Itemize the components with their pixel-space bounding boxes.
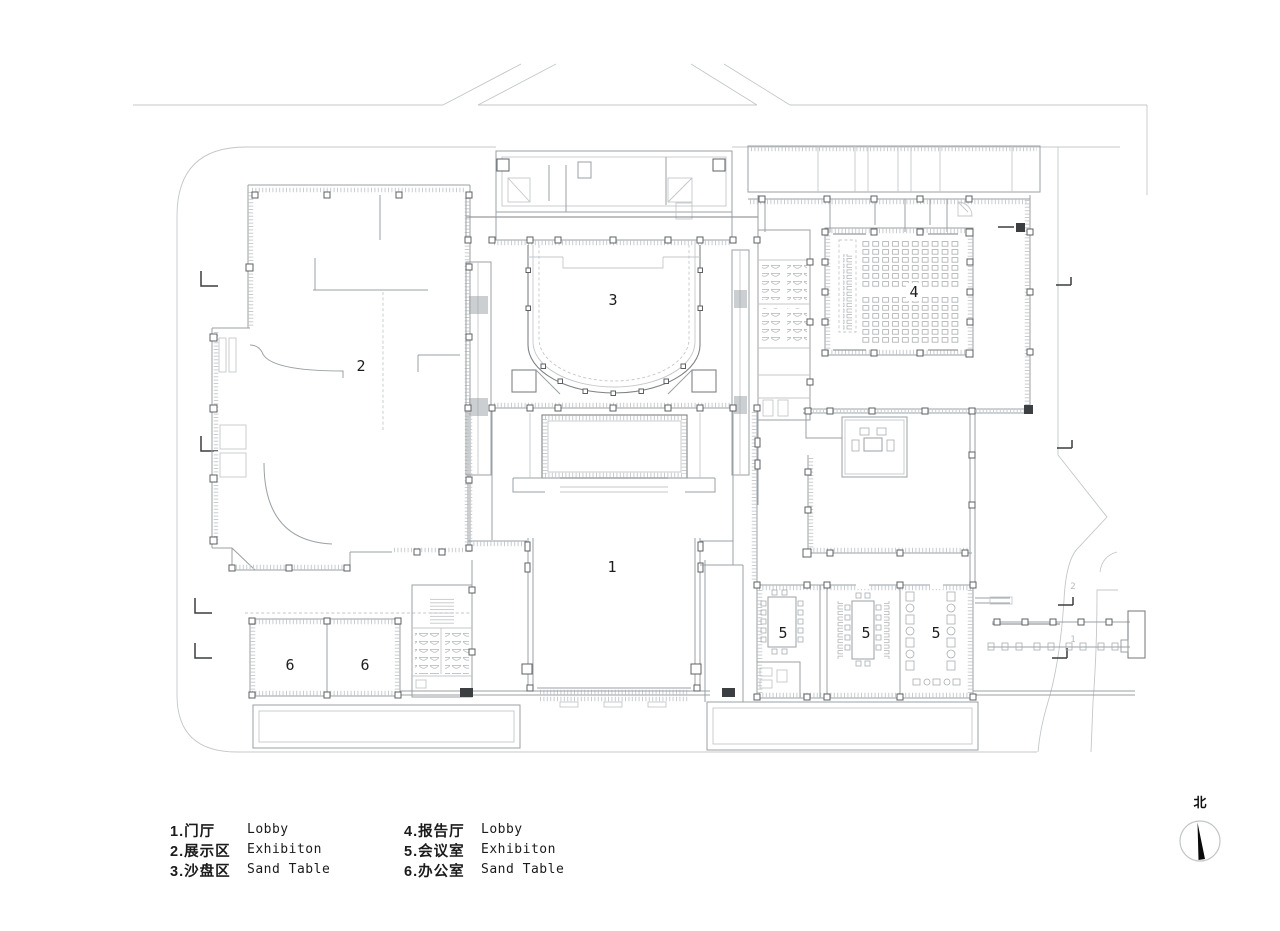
axis-label-1: 1 — [1070, 635, 1075, 645]
legend-row: 5.会议室 Exhibiton — [404, 840, 555, 860]
survey-markers — [194, 271, 1074, 659]
legend-label-zh: 6.办公室 — [404, 864, 465, 880]
room-label-sand-table: 3 — [608, 291, 617, 309]
cabinet — [219, 452, 247, 478]
room-exhibition-block — [211, 184, 471, 571]
room-label-meeting-1: 5 — [778, 624, 787, 642]
reception-room — [841, 416, 908, 478]
legend-row: 6.办公室 Sand Table — [404, 860, 564, 880]
legend-label-zh: 2.展示区 — [170, 844, 231, 860]
pool — [541, 414, 688, 479]
legend-label-en: Exhibiton — [481, 842, 556, 857]
escalators — [465, 249, 750, 476]
legend-label-en: Lobby — [481, 822, 523, 837]
gate-pier — [460, 688, 473, 697]
escalator-east — [731, 249, 750, 476]
sofa-rows — [905, 591, 961, 686]
stair — [675, 202, 693, 220]
spiral-stair — [957, 201, 973, 217]
stair — [667, 177, 693, 203]
room-label-lobby: 1 — [607, 558, 616, 576]
table — [863, 437, 883, 452]
room-label-office-1: 6 — [285, 656, 294, 674]
legend-label-zh: 4.报告厅 — [404, 824, 465, 840]
toilet-strip — [757, 229, 811, 421]
meeting-rooms-block — [756, 582, 974, 699]
stair — [507, 177, 531, 203]
terraces-and-fence — [252, 688, 1135, 751]
north-label: 北 — [1193, 795, 1207, 810]
legend-row: 2.展示区 Exhibiton — [170, 840, 321, 860]
conference-table — [851, 600, 875, 660]
entry-block — [465, 150, 759, 240]
legend-label-en: Sand Table — [247, 862, 331, 877]
gate-pier — [722, 688, 735, 697]
legend-label-en: Sand Table — [481, 862, 565, 877]
seating-grid — [862, 239, 961, 287]
escalator-west — [465, 261, 492, 476]
bench — [989, 596, 1013, 605]
service-block — [747, 145, 1041, 193]
legend-row: 1.门厅 Lobby — [170, 820, 288, 840]
gate-block — [1127, 610, 1146, 659]
columns — [209, 158, 1034, 701]
terrace-west — [252, 704, 521, 749]
courtyard — [754, 408, 1032, 585]
site-roads — [133, 63, 1148, 753]
lecture-hall-block — [748, 195, 1031, 410]
room-label-meeting-3: 5 — [931, 624, 940, 642]
office-block — [245, 584, 473, 698]
room-label-exhibition: 2 — [356, 357, 365, 375]
legend-label-en: Lobby — [247, 822, 289, 837]
room-label-lecture-hall: 4 — [909, 283, 918, 301]
north-arrow-icon — [1179, 820, 1221, 862]
planter-block — [691, 369, 717, 393]
cabinet — [219, 424, 247, 450]
legend-label-zh: 5.会议室 — [404, 844, 465, 860]
legend-row: 3.沙盘区 Sand Table — [170, 860, 330, 880]
legend-label-en: Exhibiton — [247, 842, 322, 857]
room-number-labels: 1 2 3 4 5 5 5 6 6 2 1 — [285, 283, 1075, 674]
axis-label-2: 2 — [1070, 582, 1075, 592]
seating-grid — [862, 296, 961, 344]
legend-label-zh: 1.门厅 — [170, 824, 216, 840]
toilets — [411, 584, 473, 698]
legend-label-zh: 3.沙盘区 — [170, 864, 231, 880]
north-indicator: 北 — [1172, 792, 1228, 870]
podium-steps — [843, 254, 852, 330]
stair — [430, 598, 454, 624]
terrace-east — [706, 701, 979, 751]
lobby — [471, 413, 744, 708]
room-label-office-2: 6 — [360, 656, 369, 674]
legend-row: 4.报告厅 Lobby — [404, 820, 522, 840]
planter-block — [511, 369, 537, 393]
conference-table — [767, 596, 797, 648]
room-label-meeting-2: 5 — [861, 624, 870, 642]
entry-walkway — [975, 596, 1146, 659]
